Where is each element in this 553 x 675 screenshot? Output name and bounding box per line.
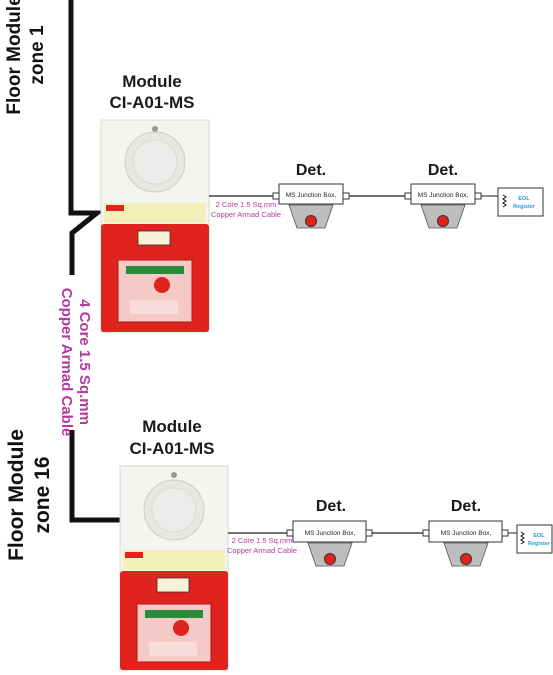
zone-1-title: Floor Module zone 1 [4,0,48,115]
detector-3: MS Junction Box, [286,520,373,567]
junction-box-3 [292,520,367,543]
riser-cable-label: 4 Core 1.5 Sq.mm Copper Armad Cable [58,288,93,437]
zone-1-title-line2: zone 1 [27,25,48,85]
resistor-symbol [502,194,507,208]
detector-1-led [305,215,317,227]
zone-1-title-line1: Floor Module [4,0,25,115]
module-1-device-image [100,119,210,333]
detector-4-led [460,553,472,565]
module-16-cable-label-line2: Copper Armad Cable [227,546,297,555]
eol-bottom-line1: EOL [533,533,545,539]
module-1-model: CI-A01-MS [109,93,194,112]
detector-4-label: Det. [451,498,481,515]
detector-3-led [324,553,336,565]
detector-1: MS Junction Box, [272,183,350,229]
detector-2-label: Det. [428,162,458,179]
zone-16-title-line1: Floor Module [5,429,28,561]
riser-line-top [68,0,105,275]
detector-2: MS Junction Box, [404,183,482,229]
eol-top-line1: EOL [518,196,530,202]
module-1-label: Module [122,72,182,91]
resistor-symbol [520,531,525,545]
module-16-model: CI-A01-MS [129,439,214,458]
riser-cable-label-line2: Copper Armad Cable [58,288,75,437]
detector-4: MS Junction Box, [422,520,509,567]
junction-box-2-label: MS Junction Box, [418,192,469,199]
module-16-device-image [119,465,229,671]
detector-2-led [437,215,449,227]
eol-resistor-top: EOL Register [481,187,544,217]
junction-box-2 [410,183,476,205]
eol-bottom-line2: Register [528,541,551,547]
junction-box-4-label: MS Junction Box, [441,530,492,537]
detector-3-label: Det. [316,498,346,515]
junction-box-1-label: MS Junction Box, [286,192,337,199]
eol-top-line2: Register [513,204,536,210]
riser-cable-label-line1: 4 Core 1.5 Sq.mm [76,299,93,425]
junction-box-4 [428,520,503,543]
module-16-label: Module [142,417,202,436]
module-1-cable-label-line2: Copper Armad Cable [211,210,281,219]
module-16-cable-label-line1: 2 Core 1.5 Sq.mm [232,536,293,545]
riser-line-bottom [69,430,120,523]
detector-1-label: Det. [296,162,326,179]
zone-16-title-line2: zone 16 [31,456,54,533]
zone-16-title: Floor Module zone 16 [5,429,54,561]
junction-box-1 [278,183,344,205]
eol-resistor-bottom: EOL Register [508,524,553,554]
junction-box-3-label: MS Junction Box, [305,530,356,537]
module-1-cable-label-line1: 2 Core 1.5 Sq.mm [216,200,277,209]
